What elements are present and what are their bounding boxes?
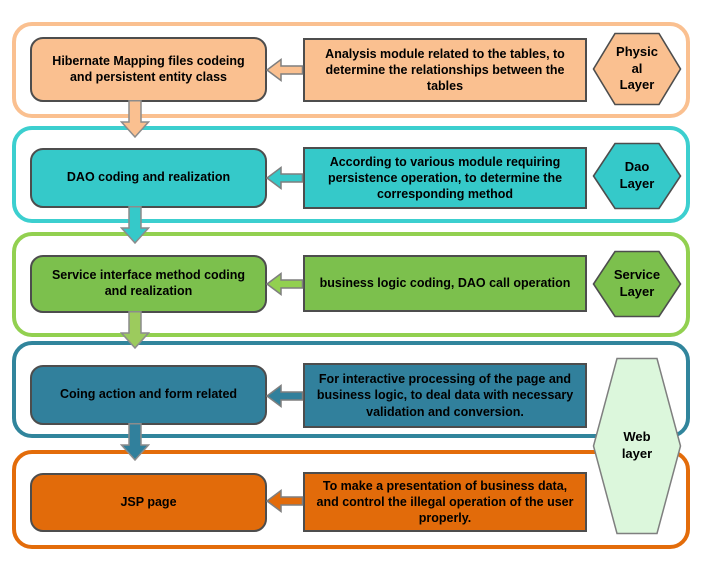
service-layer-band (12, 232, 690, 337)
left-arrow-icon (265, 384, 304, 408)
down-arrow-icon (119, 206, 151, 245)
dao-step-label: DAO coding and realization (66, 170, 231, 185)
dao-layer-hexagon-label: Dao Layer (619, 159, 655, 191)
down-arrow-icon (119, 311, 151, 350)
left-arrow-icon (265, 489, 304, 513)
web-action-layer-band (12, 341, 690, 438)
left-arrow-icon (265, 166, 304, 190)
service-step-box: Service interface method coding and real… (30, 255, 267, 313)
physical-description-box: Analysis module related to the tables, t… (303, 38, 587, 102)
web-action-description-box: For interactive processing of the page a… (303, 363, 587, 428)
physical-description-text: Analysis module related to the tables, t… (325, 46, 565, 94)
service-description-text: business logic coding, DAO call operatio… (319, 276, 571, 291)
service-layer-hexagon-label: Service Layer (613, 267, 661, 299)
service-step-label: Service interface method coding and real… (51, 268, 246, 298)
dao-layer-hexagon: Dao Layer (592, 142, 682, 210)
jsp-description-text: To make a presentation of business data,… (316, 478, 574, 526)
service-layer-hexagon: Service Layer (592, 250, 682, 318)
jsp-layer-band (12, 450, 690, 549)
jsp-description-box: To make a presentation of business data,… (303, 472, 587, 532)
web-action-step-label: Coing action and form related (59, 387, 238, 402)
web-layer-hexagon-label: Web layer (621, 429, 653, 461)
dao-description-box: According to various module requiring pe… (303, 147, 587, 209)
dao-step-box: DAO coding and realization (30, 148, 267, 208)
dao-description-text: According to various module requiring pe… (327, 154, 563, 202)
left-arrow-icon (265, 272, 304, 296)
service-description-box: business logic coding, DAO call operatio… (303, 255, 587, 312)
web-layer-hexagon: Web layer (592, 357, 682, 535)
web-action-description-text: For interactive processing of the page a… (316, 372, 574, 419)
left-arrow-icon (265, 58, 304, 82)
physical-step-label: Hibernate Mapping files codeing and pers… (52, 53, 245, 84)
web-action-step-box: Coing action and form related (30, 365, 267, 425)
jsp-step-label: JSP page (120, 494, 177, 509)
physical-layer-hexagon: Physic al Layer (592, 32, 682, 106)
physical-layer-band (12, 22, 690, 118)
physical-layer-hexagon-label: Physic al Layer (616, 43, 658, 93)
jsp-step-box: JSP page (30, 473, 267, 532)
physical-step-box: Hibernate Mapping files codeing and pers… (30, 37, 267, 102)
down-arrow-icon (119, 423, 151, 462)
dao-layer-band (12, 126, 690, 223)
down-arrow-icon (119, 100, 151, 139)
